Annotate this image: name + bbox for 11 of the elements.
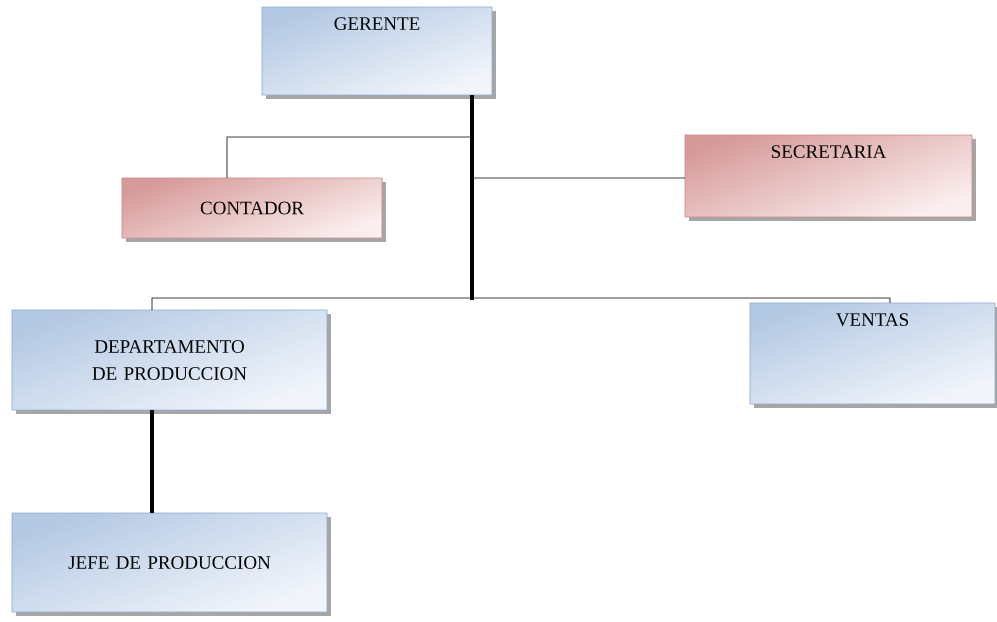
org-box: JEFE DE PRODUCCION [12,512,331,616]
connector-line [152,298,472,310]
org-box: CONTADOR [122,178,386,242]
connector-line [150,410,154,513]
connector-line [470,95,474,300]
org-box: DEPARTAMENTO DE PRODUCCION [12,310,331,414]
org-box: VENTAS [750,302,997,408]
connector-line [226,136,472,178]
org-box: SECRETARIA [684,134,976,221]
org-box: GERENTE [262,6,496,99]
connector-line [472,298,890,304]
